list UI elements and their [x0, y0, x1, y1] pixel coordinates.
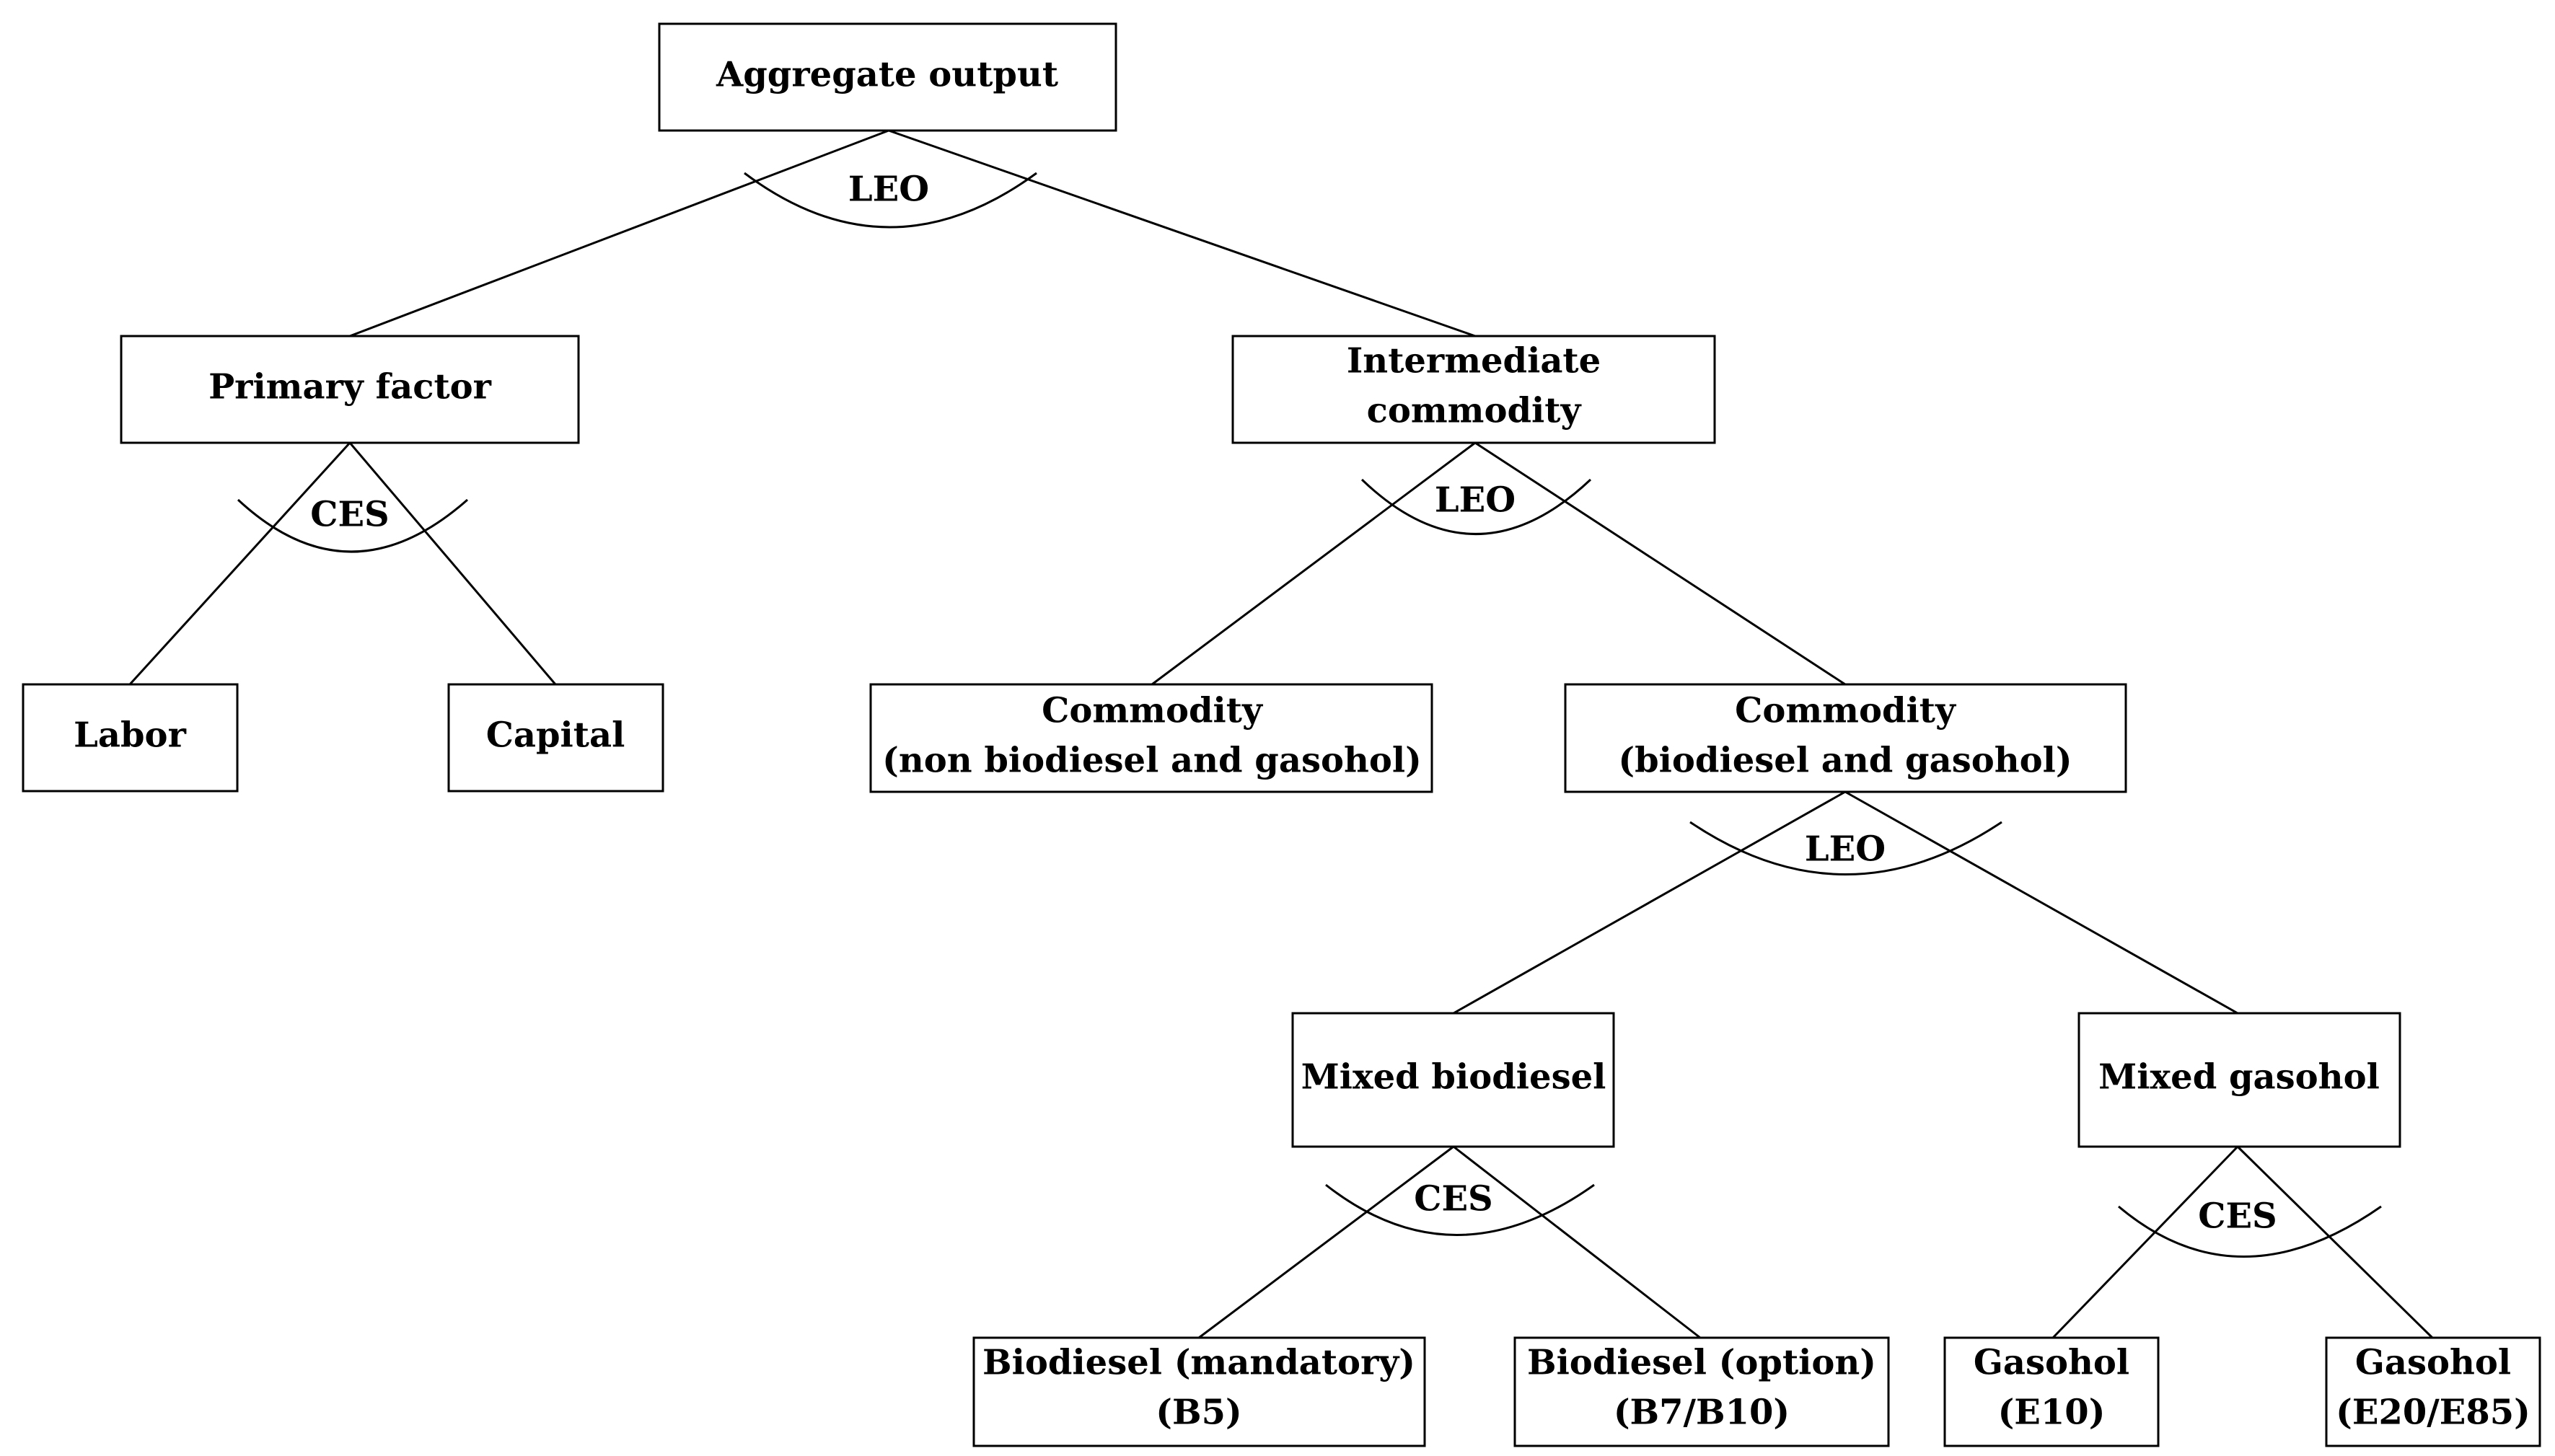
- edge-mixed-biodiesel-mandatory: [1198, 1145, 1454, 1339]
- node-label: Primary factor: [208, 367, 492, 407]
- node-label-line-1: Commodity: [1735, 691, 1957, 731]
- node-label: Capital: [486, 715, 625, 756]
- edge-primary-capital: [348, 442, 557, 685]
- arc-ces-gasohol: [2118, 1205, 2382, 1258]
- node-label: Aggregate output: [716, 55, 1058, 95]
- node-label: Labor: [74, 715, 186, 756]
- node-label-line-2: (B7/B10): [1614, 1393, 1790, 1433]
- node-mixed-gasohol: Mixed gasohol: [2077, 1012, 2401, 1148]
- node-gasohol-e10: Gasohol (E10): [1943, 1336, 2160, 1447]
- node-label-line-1: Gasohol: [2355, 1343, 2511, 1383]
- node-label: Mixed gasohol: [2098, 1057, 2380, 1098]
- edge-primary-labor: [128, 441, 351, 686]
- node-intermediate-commodity: Intermediate commodity: [1231, 335, 1716, 444]
- node-aggregate-output: Aggregate output: [658, 22, 1117, 132]
- edge-bio-mixed-biodiesel: [1453, 790, 1846, 1015]
- edge-mixed-biodiesel-option: [1453, 1145, 1701, 1339]
- node-label-line-2: (non biodiesel and gasohol): [882, 741, 1422, 781]
- node-label-line-2: (biodiesel and gasohol): [1618, 741, 2072, 781]
- node-label-line-1: Intermediate: [1347, 341, 1601, 381]
- node-mixed-biodiesel: Mixed biodiesel: [1291, 1012, 1615, 1148]
- nest-label-ces-biodiesel: CES: [1414, 1179, 1492, 1219]
- edge-intermediate-non: [1151, 441, 1476, 686]
- edge-mixed-gasohol-e10: [2052, 1145, 2239, 1339]
- node-biodiesel-mandatory: Biodiesel (mandatory) (B5): [972, 1336, 1426, 1447]
- nest-label-leo-commodity: LEO: [1805, 829, 1886, 870]
- nest-label-leo-intermediate: LEO: [1435, 480, 1516, 521]
- node-capital: Capital: [447, 683, 664, 793]
- arc-ces-biodiesel: [1325, 1183, 1595, 1236]
- node-label: Mixed biodiesel: [1301, 1057, 1606, 1098]
- arc-ces-primary: [237, 498, 468, 553]
- nest-label-leo-aggregate: LEO: [848, 169, 929, 210]
- edge-bio-mixed-gasohol: [1844, 790, 2238, 1015]
- node-label-line-1: Gasohol: [1974, 1343, 2129, 1383]
- node-primary-factor: Primary factor: [120, 335, 580, 444]
- arc-leo-aggregate: [744, 172, 1037, 229]
- arc-leo-intermediate: [1360, 478, 1592, 535]
- node-commodity-biodiesel: Commodity (biodiesel and gasohol): [1564, 683, 2127, 793]
- node-label-line-1: Biodiesel (option): [1527, 1343, 1876, 1383]
- nest-label-ces-primary: CES: [310, 495, 389, 535]
- edge-mixed-gasohol-e20: [2236, 1145, 2434, 1339]
- arc-leo-commodity: [1689, 821, 2002, 875]
- edge-aggregate-intermediate: [888, 129, 1476, 337]
- node-label-line-2: (E10): [1998, 1393, 2106, 1433]
- nest-label-ces-gasohol: CES: [2198, 1196, 2277, 1237]
- node-label-line-2: commodity: [1367, 391, 1583, 431]
- node-label-line-2: (B5): [1156, 1393, 1241, 1433]
- edge-intermediate-bio: [1474, 441, 1846, 686]
- node-gasohol-e20: Gasohol (E20/E85): [2325, 1336, 2541, 1447]
- node-label-line-1: Commodity: [1042, 691, 1264, 731]
- node-biodiesel-option: Biodiesel (option) (B7/B10): [1513, 1336, 1890, 1447]
- node-label-line-1: Biodiesel (mandatory): [982, 1343, 1415, 1383]
- node-labor: Labor: [22, 683, 239, 793]
- node-label-line-2: (E20/E85): [2336, 1393, 2530, 1433]
- node-commodity-non-biodiesel: Commodity (non biodiesel and gasohol): [869, 683, 1433, 793]
- edge-aggregate-primary: [349, 129, 889, 337]
